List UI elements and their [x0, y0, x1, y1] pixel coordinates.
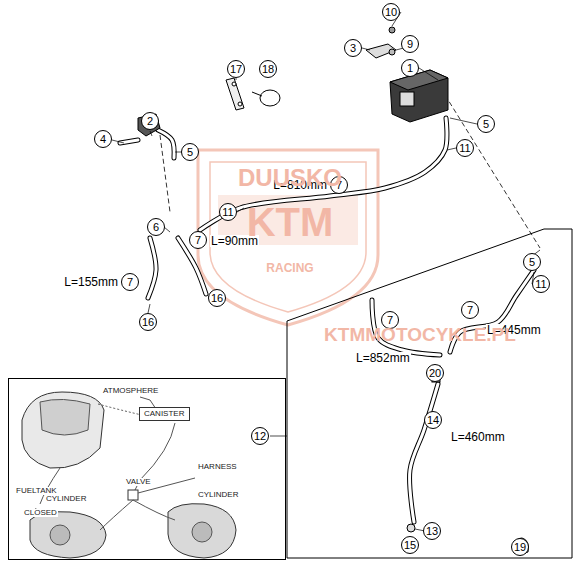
watermark-logo: [198, 150, 378, 325]
dimension-label: L=460mm: [450, 431, 506, 443]
watermark-text: KTMMOTOCYKLE.PL: [324, 325, 516, 344]
hose-inner: [148, 238, 156, 298]
callout-number: 1: [401, 59, 419, 77]
callout-number: 7: [121, 273, 139, 291]
callout-number: 20: [426, 364, 444, 382]
parts: [138, 27, 528, 553]
callout-number: 5: [181, 143, 199, 161]
dimension-label: L=155mm: [63, 276, 119, 288]
callout-number: 5: [523, 253, 541, 271]
watermark-text: DUUSKO: [238, 166, 342, 190]
callout-number: 5: [477, 115, 495, 133]
callout-number: 6: [147, 218, 165, 236]
callout-number: 9: [401, 35, 419, 53]
callout-number: 18: [259, 60, 277, 78]
schematic-label: CANISTER: [140, 408, 189, 420]
kit-region-outline: [287, 229, 572, 558]
callout-number: 11: [456, 139, 474, 157]
callout-number: 16: [139, 313, 157, 331]
callout-number: 4: [94, 130, 112, 148]
schematic-label: CYLINDER: [45, 495, 87, 503]
leader-lines: [112, 12, 540, 546]
callout-number: 7: [461, 301, 479, 319]
schematic-label: HARNESS: [197, 463, 238, 471]
watermark-text: KTM: [247, 202, 334, 242]
callout-number: 10: [382, 3, 400, 21]
routing-dashed-lines: [160, 95, 540, 248]
callout-number: 12: [251, 427, 269, 445]
hose-lines: [120, 118, 534, 522]
callout-number: 7: [189, 231, 207, 249]
callout-number: 15: [401, 536, 419, 554]
schematic-label: CYLINDER: [197, 491, 239, 499]
callout-number: 11: [219, 203, 237, 221]
callout-number: 14: [424, 411, 442, 429]
callout-number: 13: [423, 522, 441, 540]
callout-number: 3: [344, 39, 362, 57]
schematic-label: FUELTANK: [15, 487, 58, 495]
canister-box: CANISTER: [139, 407, 190, 421]
schematic-label: ATMOSPHERE: [102, 387, 159, 395]
hose-outline: [158, 130, 174, 158]
callout-number: 16: [208, 289, 226, 307]
callout-number: 2: [141, 112, 159, 130]
dimension-label: L=852mm: [355, 352, 411, 364]
callout-number: 19: [511, 538, 529, 556]
hose-inner: [410, 384, 438, 522]
hose-inner: [158, 130, 174, 158]
schematic-label: VALVE: [125, 478, 152, 486]
schematic-label: CLOSED: [23, 509, 58, 517]
callout-number: 11: [532, 275, 550, 293]
hose-outline: [148, 238, 156, 298]
callout-number: 17: [227, 60, 245, 78]
watermark-text: RACING: [266, 262, 313, 274]
schematic-inset-panel: ATMOSPHERE FUELTANK HARNESS VALVE CLOSED CYLI…: [8, 378, 286, 560]
inset-schematic: [22, 392, 236, 558]
hose-outline: [410, 384, 438, 522]
